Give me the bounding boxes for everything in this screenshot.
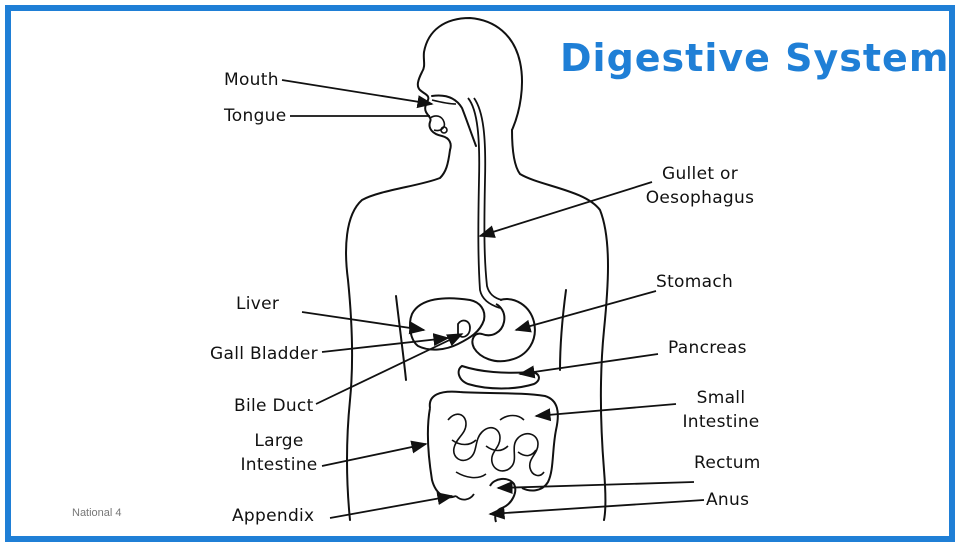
label-gullet-line1: Gullet or xyxy=(661,164,738,184)
label-small-intestine-line2: Intestine xyxy=(682,412,760,432)
label-liver: Liver xyxy=(236,294,280,314)
small-intestine xyxy=(447,413,545,479)
label-appendix: Appendix xyxy=(232,506,315,526)
gullet-pointer xyxy=(478,181,653,238)
torso-left-outline xyxy=(345,149,451,521)
large-intestine-pointer xyxy=(321,440,428,467)
label-gall-bladder: Gall Bladder xyxy=(210,344,318,364)
right-arm-line xyxy=(559,289,567,371)
footer-text: National 4 xyxy=(72,507,122,519)
slide-border xyxy=(5,5,955,542)
label-small-intestine: Small Intestine xyxy=(656,386,786,434)
page-title: Digestive System xyxy=(560,36,950,80)
leader-lines xyxy=(281,79,705,520)
oesophagus xyxy=(467,97,503,309)
body-outline xyxy=(345,17,609,521)
label-large-intestine: Large Intestine xyxy=(214,429,344,477)
left-arm-line xyxy=(395,295,407,381)
head-outline xyxy=(416,17,523,151)
label-gullet: Gullet or Oesophagus xyxy=(630,162,770,210)
stomach-pointer xyxy=(514,290,657,333)
gall-bladder-pointer xyxy=(321,333,450,353)
bile-duct-pointer xyxy=(315,333,464,405)
liver-pointer xyxy=(301,311,426,335)
label-anus: Anus xyxy=(706,490,750,510)
small-intestine-pointer xyxy=(534,403,677,422)
label-gullet-line2: Oesophagus xyxy=(645,188,755,208)
label-bile-duct: Bile Duct xyxy=(234,396,314,416)
label-rectum: Rectum xyxy=(694,453,761,473)
mouth-parts xyxy=(429,99,457,134)
pancreas xyxy=(457,364,540,390)
anus-pointer xyxy=(488,499,705,520)
liver xyxy=(409,297,486,351)
label-mouth: Mouth xyxy=(224,70,279,90)
throat-outline xyxy=(431,94,477,147)
torso-right-outline xyxy=(511,129,609,521)
label-large-intestine-line2: Intestine xyxy=(240,455,318,475)
rectum xyxy=(489,478,517,523)
appendix xyxy=(455,493,475,501)
label-stomach: Stomach xyxy=(656,272,734,292)
mouth-pointer xyxy=(281,79,434,109)
pancreas-pointer xyxy=(518,353,659,379)
appendix-pointer xyxy=(329,492,454,519)
stomach xyxy=(471,298,536,363)
label-large-intestine-line1: Large xyxy=(254,431,304,451)
label-tongue: Tongue xyxy=(224,106,287,126)
label-small-intestine-line1: Small xyxy=(696,388,746,408)
rectum-pointer xyxy=(496,481,695,495)
label-pancreas: Pancreas xyxy=(668,338,747,358)
